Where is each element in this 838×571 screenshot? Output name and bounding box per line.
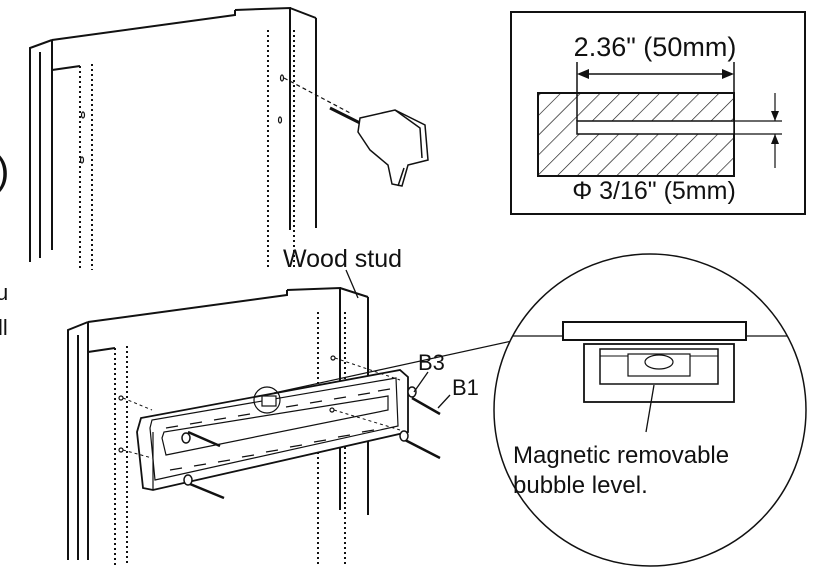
guide-lines-lower <box>122 357 401 459</box>
b1-label: B1 <box>452 375 479 400</box>
drill-guide-line <box>283 77 353 115</box>
level-on-plate <box>253 386 281 414</box>
edge-text-paren: ) <box>0 149 9 193</box>
diameter-label: Φ 3/16" (5mm) <box>572 177 736 205</box>
b3-leader <box>413 371 429 393</box>
wood-stud-leader <box>345 269 359 299</box>
drill-icon <box>329 106 429 187</box>
pilot-holes-upper <box>79 74 285 164</box>
depth-label: 2.36" (50mm) <box>574 32 737 62</box>
plate-slots <box>165 388 391 471</box>
edge-text-u: u <box>0 280 8 305</box>
wood-stud-label: Wood stud <box>283 245 402 273</box>
depth-detail-inset: 2.36" (50mm) Φ 3/16" (5mm) <box>510 11 806 215</box>
upper-wall-stud <box>29 6 317 270</box>
washer-icon <box>181 386 417 486</box>
level-label-line2: bubble level. <box>513 472 648 499</box>
lag-bolt-icon <box>187 396 441 500</box>
b3-label: B3 <box>418 350 445 375</box>
magnified-level-circle: Magnetic removable bubble level. <box>493 253 807 567</box>
level-label-line1: Magnetic removable <box>513 442 729 469</box>
mounting-plate <box>136 369 409 491</box>
edge-text-ll: ll <box>0 315 8 340</box>
b1-leader <box>437 394 451 409</box>
